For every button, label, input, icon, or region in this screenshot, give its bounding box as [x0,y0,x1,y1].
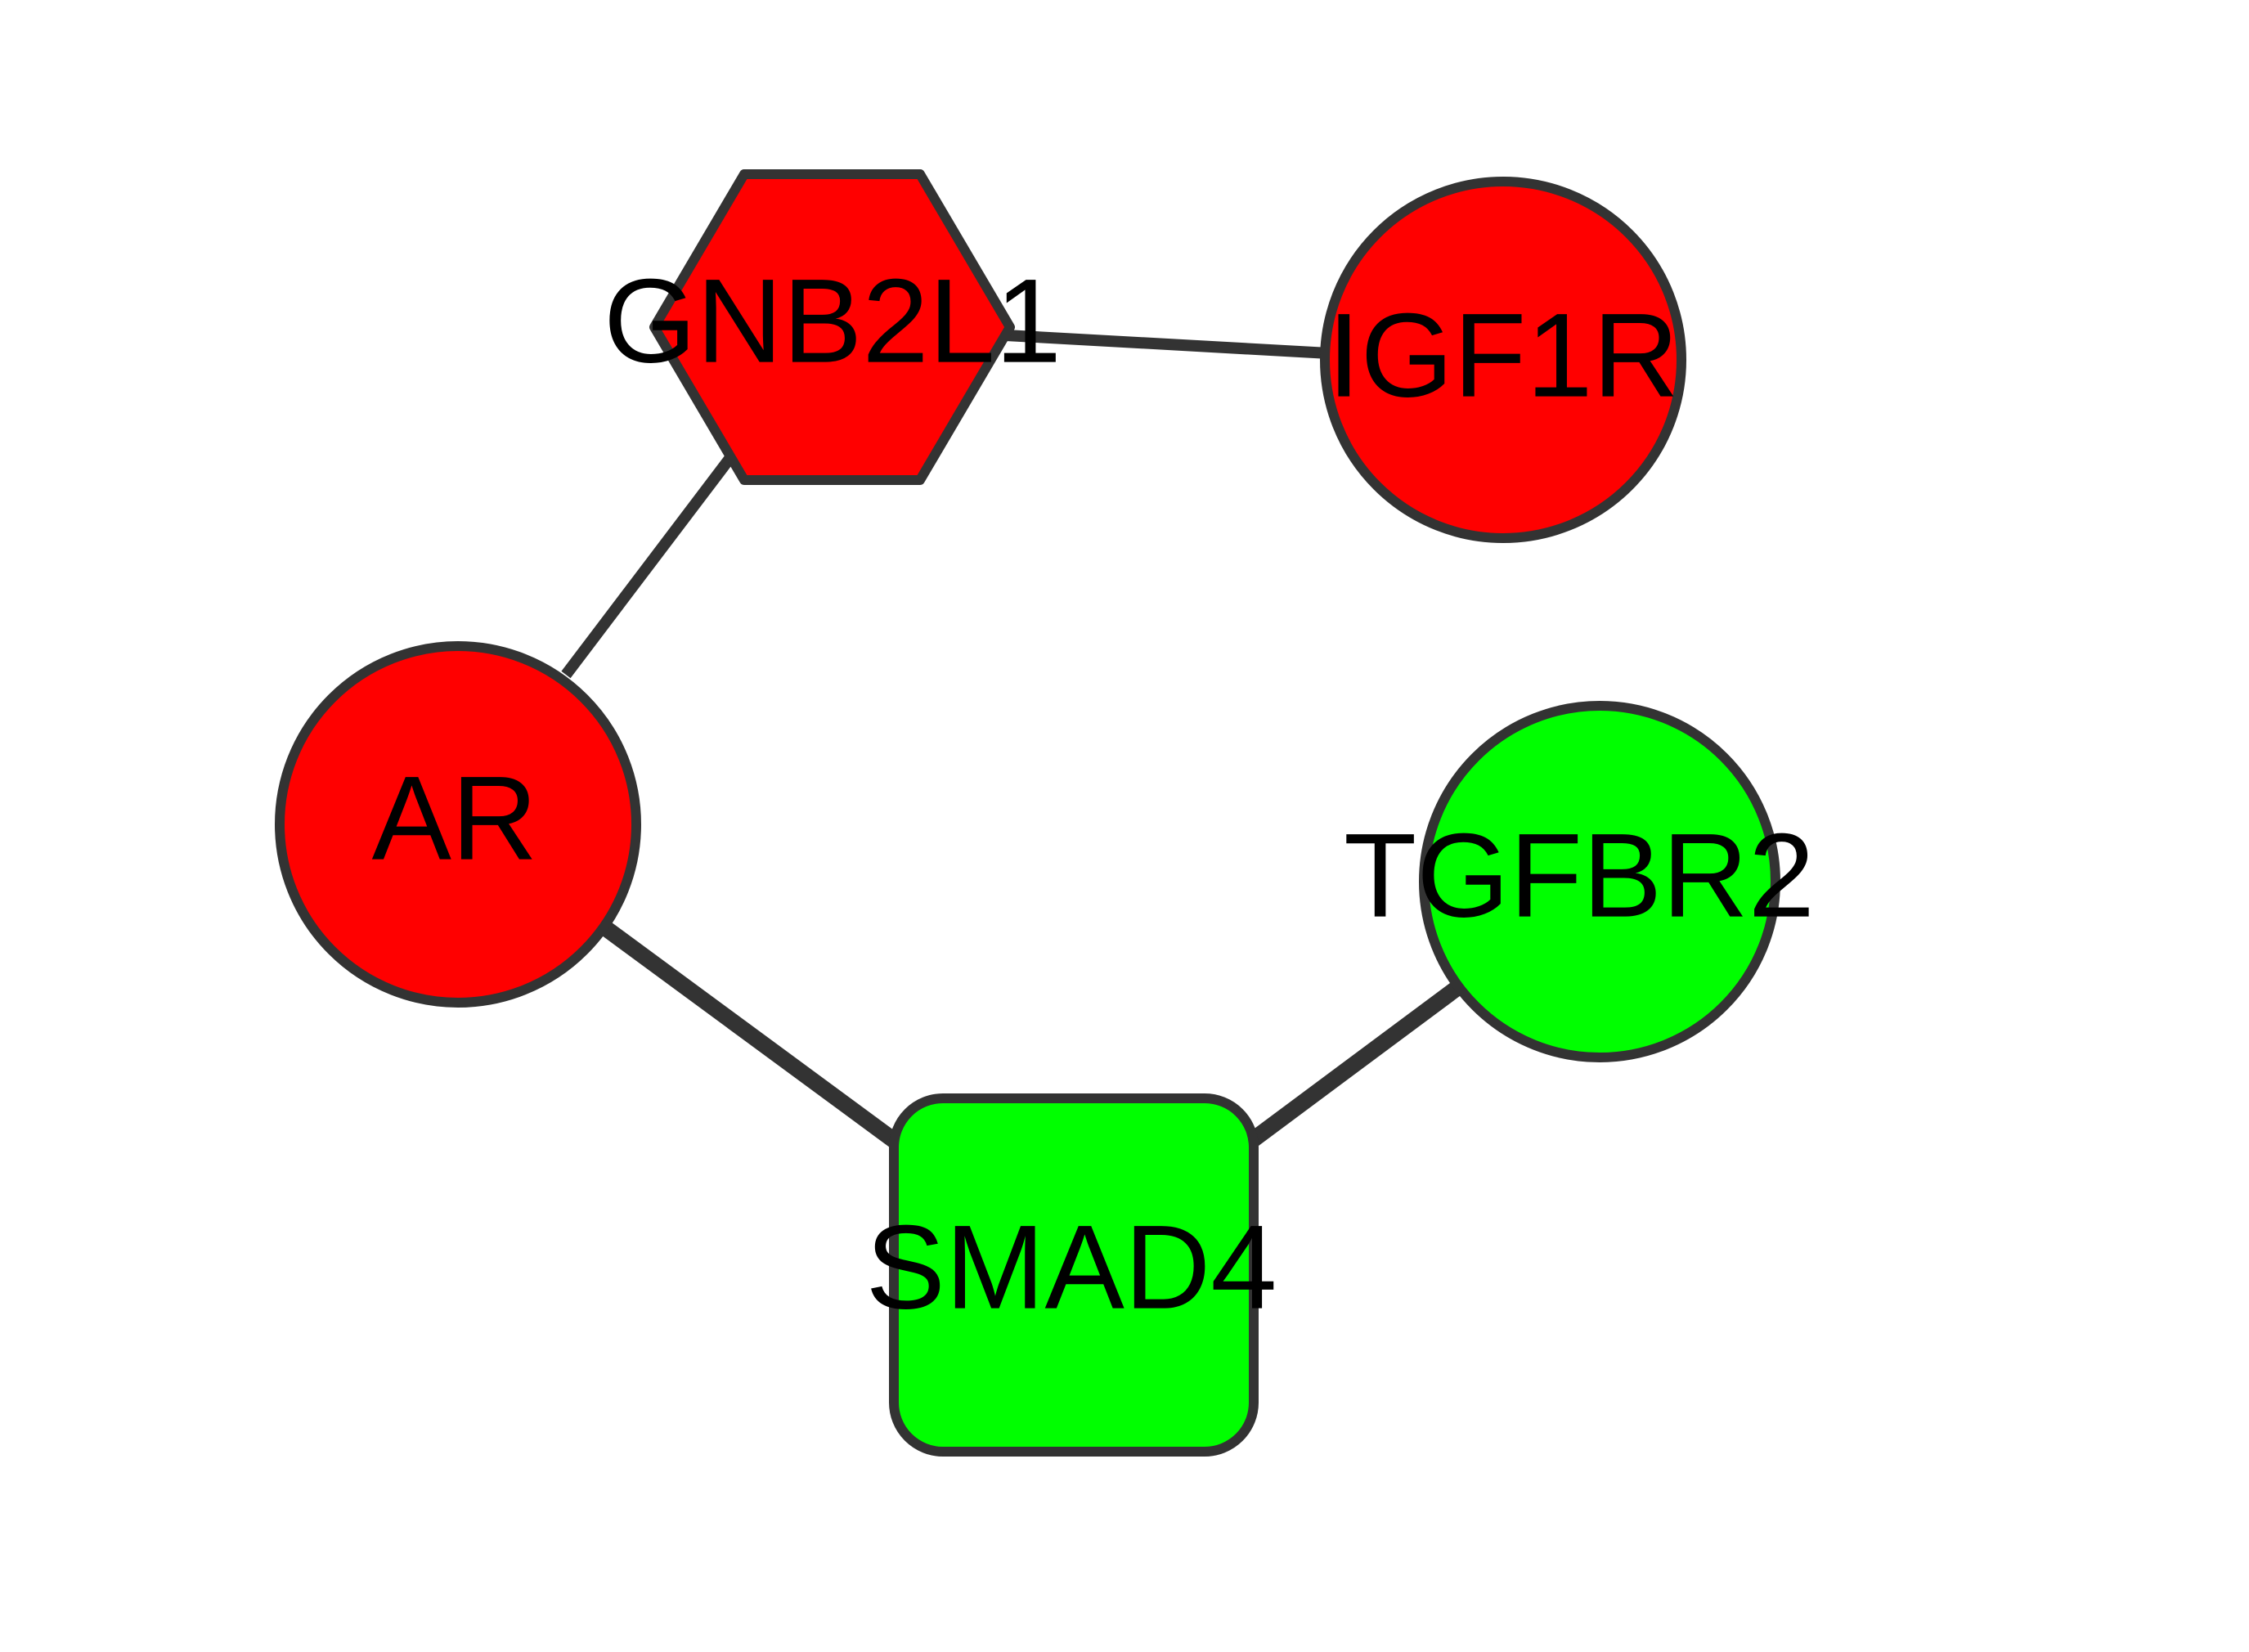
node-gnb2l1-shape [649,169,1015,485]
edge-smad4-tgfbr2 [1249,980,1463,1147]
node-smad4-label: SMAD4 [865,1201,1277,1334]
nodes-layer: GNB2L1 IGF1R AR TGFBR2 SMAD4 [275,169,1815,1457]
node-igf1r-shape [1320,177,1686,543]
node-gnb2l1-label: GNB2L1 [604,254,1062,388]
node-smad4-shape [889,1093,1259,1457]
node-gnb2l1[interactable]: GNB2L1 [604,169,1062,485]
node-igf1r[interactable]: IGF1R [1320,177,1686,543]
node-ar-shape [275,641,641,1008]
edge-ar-smad4 [599,919,903,1151]
edge-gnb2l1-ar [561,451,737,679]
node-ar-label: AR [372,752,538,885]
edge-gnb2l1-igf1r [1005,330,1330,359]
node-tgfbr2[interactable]: TGFBR2 [1344,701,1815,1062]
node-igf1r-label: IGF1R [1327,289,1679,422]
node-tgfbr2-shape [1419,701,1780,1062]
edges-layer [561,330,1463,1151]
node-smad4[interactable]: SMAD4 [865,1093,1277,1457]
node-tgfbr2-label: TGFBR2 [1344,809,1815,942]
node-ar[interactable]: AR [275,641,641,1008]
